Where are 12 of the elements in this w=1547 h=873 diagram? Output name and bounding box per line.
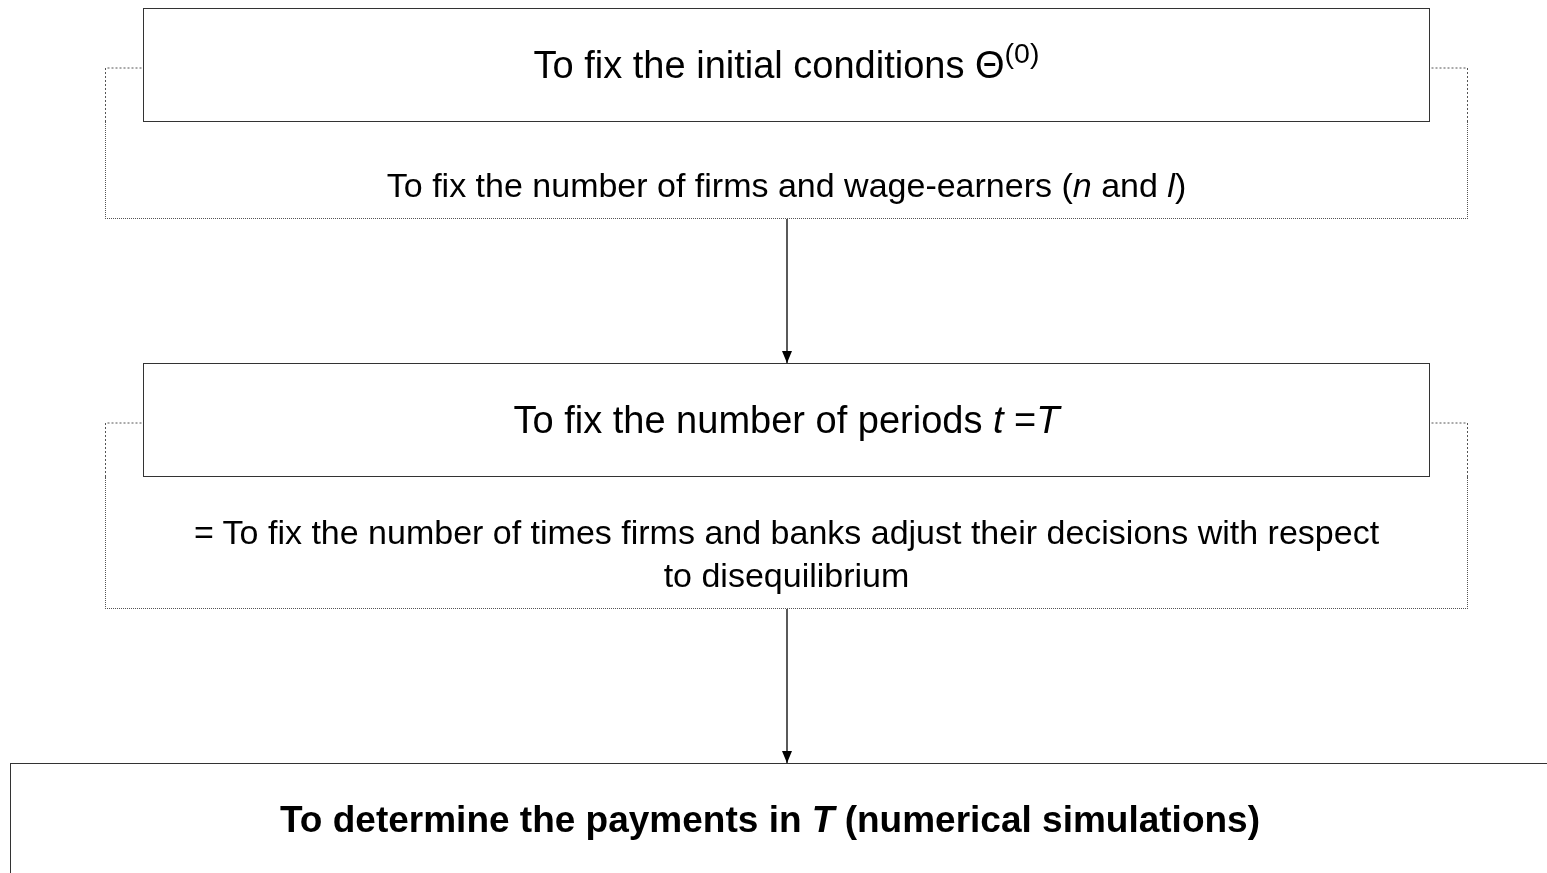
arrow <box>782 218 792 364</box>
dotted-frame <box>105 477 1468 609</box>
node-text: To determine the payments in T (numerical simulations) <box>280 798 1260 842</box>
dotted-frame <box>105 122 1468 219</box>
process-box <box>10 763 1547 873</box>
node-text: To fix the number of periods t =T <box>513 397 1060 443</box>
node-text: To fix the number of firms and wage-earners (n and l) <box>386 164 1187 206</box>
arrow <box>782 608 792 764</box>
node-text: To fix the initial conditions Θ$^{(0)}$ <box>533 36 1040 88</box>
process-box <box>143 363 1430 477</box>
process-box <box>143 8 1430 122</box>
node-text: = To fix the number of times firms and banks adjust their decisions with respect to disequilibrium <box>192 512 1381 596</box>
